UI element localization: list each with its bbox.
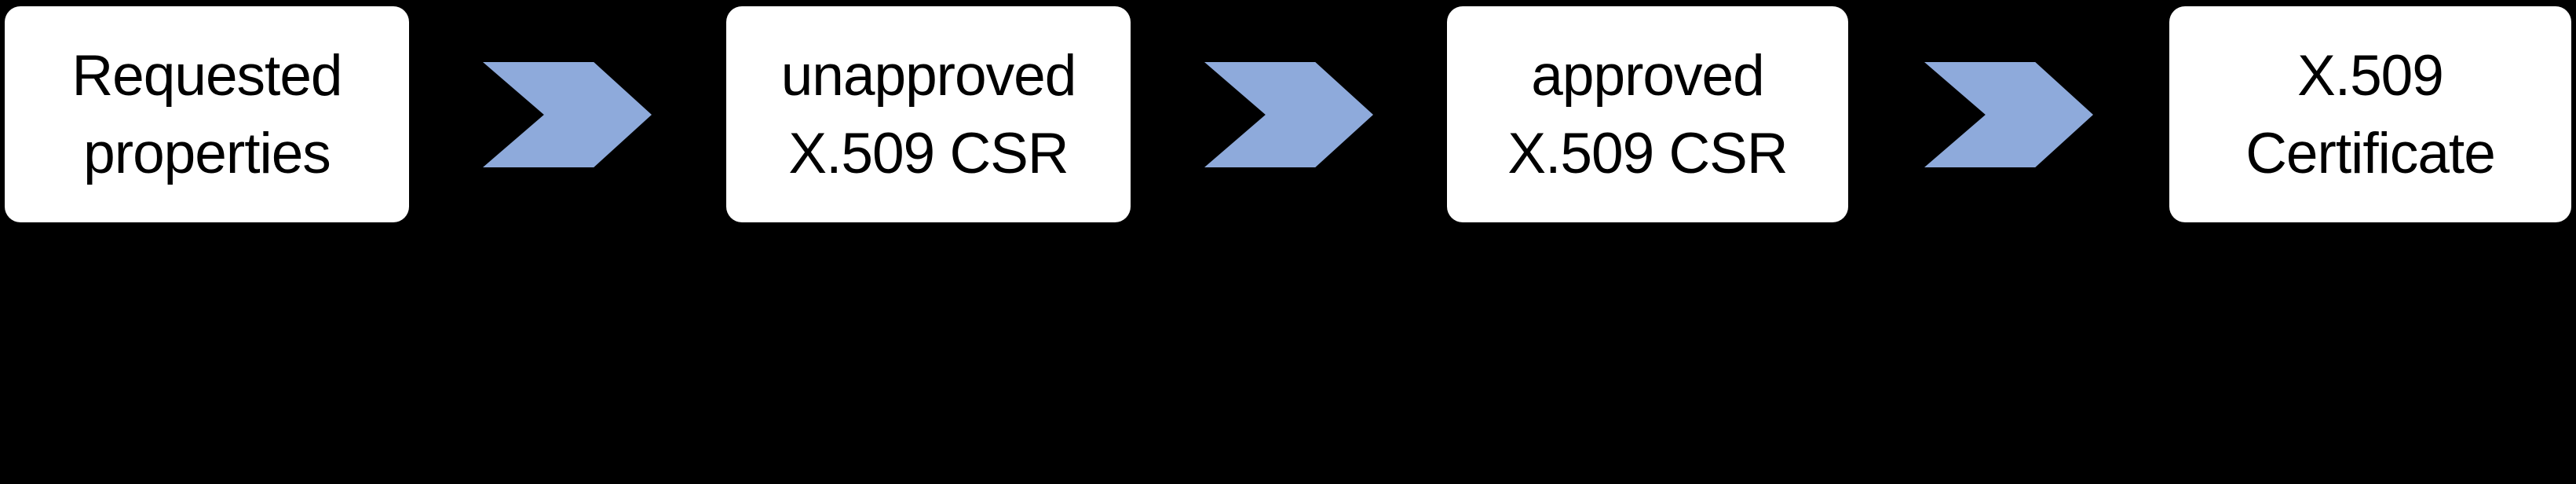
chevron-right-icon — [1204, 62, 1373, 167]
chevron-right-icon — [1924, 62, 2093, 167]
step-box-unapproved-csr: unapproved X.509 CSR — [726, 6, 1131, 222]
step-box-x509-certificate: X.509 Certificate — [2169, 6, 2571, 222]
step-box-requested-properties: Requested properties — [5, 6, 409, 222]
chevron-right-icon — [483, 62, 652, 167]
step-box-approved-csr: approved X.509 CSR — [1447, 6, 1848, 222]
